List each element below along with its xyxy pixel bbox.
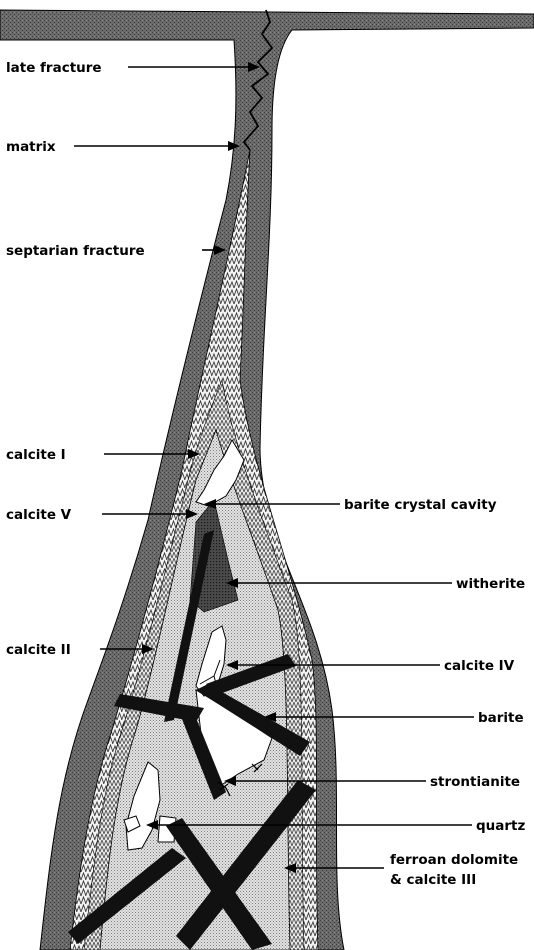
- svg-text:septarian fracture: septarian fracture: [6, 243, 145, 259]
- label-septarian-fracture: septarian fracture: [6, 243, 226, 259]
- svg-text:barite crystal cavity: barite crystal cavity: [344, 497, 497, 513]
- svg-text:& calcite III: & calcite III: [390, 872, 476, 888]
- svg-text:calcite V: calcite V: [6, 507, 72, 523]
- svg-text:late fracture: late fracture: [6, 60, 102, 76]
- svg-text:matrix: matrix: [6, 139, 56, 155]
- label-matrix: matrix: [6, 139, 240, 155]
- svg-text:strontianite: strontianite: [430, 774, 520, 790]
- svg-text:witherite: witherite: [456, 576, 525, 592]
- svg-text:calcite I: calcite I: [6, 447, 66, 463]
- svg-text:quartz: quartz: [476, 818, 525, 834]
- svg-text:ferroan dolomite: ferroan dolomite: [390, 852, 518, 868]
- svg-text:barite: barite: [478, 710, 524, 726]
- svg-text:calcite II: calcite II: [6, 642, 71, 658]
- label-late-fracture: late fracture: [6, 60, 260, 76]
- svg-text:calcite IV: calcite IV: [444, 658, 515, 674]
